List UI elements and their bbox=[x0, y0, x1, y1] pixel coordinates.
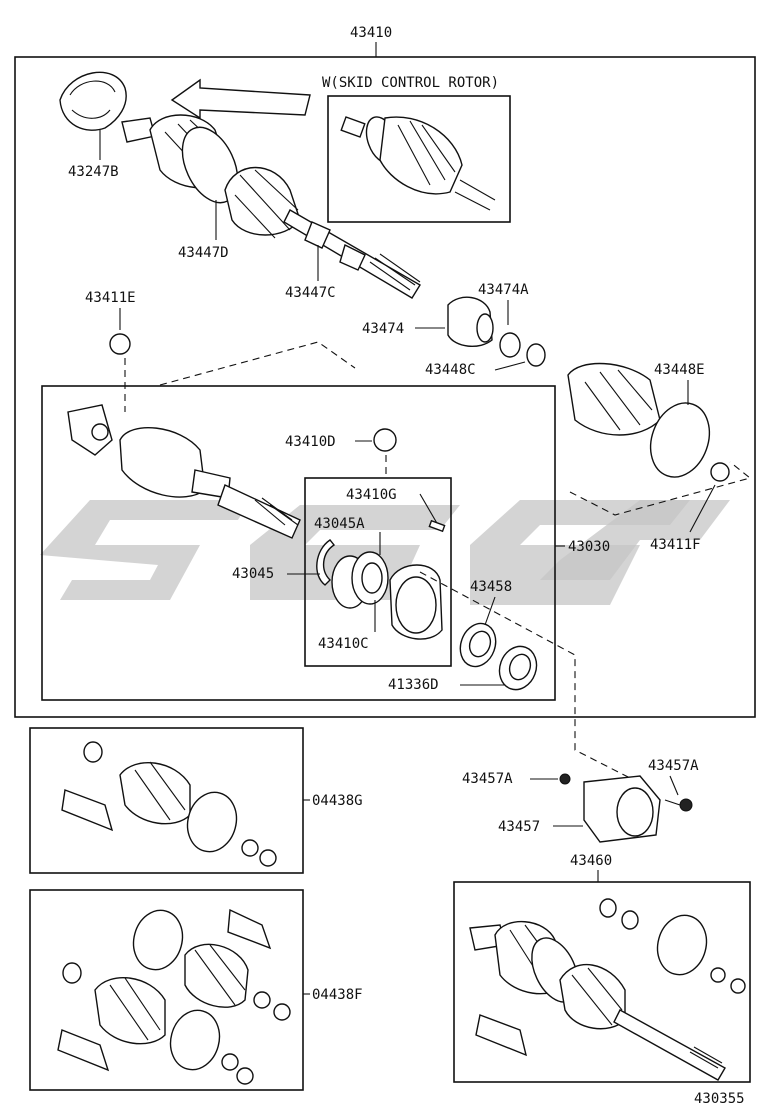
inboard-joint-shaft-icon bbox=[67, 404, 301, 539]
inner-frame-43030 bbox=[41, 385, 556, 701]
label-43474: 43474 bbox=[362, 321, 404, 337]
assembly-frame-43410 bbox=[14, 56, 756, 718]
skid-control-rotor-joint-icon bbox=[340, 116, 496, 211]
boot-43448E-icon bbox=[567, 362, 711, 478]
clamp-43474A-icon bbox=[499, 332, 546, 367]
dashed-guide-3 bbox=[569, 461, 752, 516]
snap-ring-43410D-icon bbox=[373, 428, 397, 452]
figure-code: 430355 bbox=[694, 1091, 745, 1107]
leader-43411F bbox=[689, 484, 716, 533]
snap-ring-43411E-icon bbox=[109, 333, 131, 355]
dashed-guide-2 bbox=[159, 341, 356, 386]
bracket-43457-icon bbox=[559, 773, 693, 843]
kit-04438F-parts-icon bbox=[57, 908, 291, 1085]
label-43458: 43458 bbox=[470, 579, 512, 595]
bearing-43045-icon bbox=[331, 551, 389, 609]
assembly-frame-43460 bbox=[453, 881, 751, 1083]
label-43457: 43457 bbox=[498, 819, 540, 835]
label-43411E: 43411E bbox=[85, 290, 136, 306]
half-shaft-43460-icon bbox=[469, 898, 746, 1081]
label-43411F: 43411F bbox=[650, 537, 701, 553]
dashed-guide-5 bbox=[419, 571, 631, 779]
label-skid-control-rotor: W(SKID CONTROL ROTOR) bbox=[322, 75, 499, 91]
label-43410D: 43410D bbox=[285, 434, 336, 450]
bearing-subframe bbox=[304, 477, 452, 667]
leader-43457A-right bbox=[669, 775, 679, 796]
label-43457A-left: 43457A bbox=[462, 771, 513, 787]
label-43030: 43030 bbox=[568, 539, 610, 555]
label-43410C: 43410C bbox=[318, 636, 369, 652]
direction-arrow-icon bbox=[170, 78, 311, 120]
snap-ring-43411F-icon bbox=[710, 462, 730, 482]
label-43410: 43410 bbox=[350, 25, 392, 41]
seal-43458-icon bbox=[459, 622, 497, 668]
label-43447D: 43447D bbox=[178, 245, 229, 261]
label-04438G: 04438G bbox=[312, 793, 363, 809]
leader-43410G bbox=[419, 493, 439, 526]
label-43448C: 43448C bbox=[425, 362, 476, 378]
seal-41336D-icon bbox=[498, 645, 538, 691]
watermark-logo bbox=[40, 500, 730, 605]
bracket-housing-icon bbox=[389, 564, 443, 640]
label-43045A: 43045A bbox=[314, 516, 365, 532]
pin-43410G-icon bbox=[428, 519, 446, 533]
leader-43448C bbox=[494, 361, 526, 371]
skid-control-rotor-inset bbox=[327, 95, 511, 223]
label-43447C: 43447C bbox=[285, 285, 336, 301]
label-43045: 43045 bbox=[232, 566, 274, 582]
kit-frame-04438F bbox=[29, 889, 304, 1091]
label-04438F: 04438F bbox=[312, 987, 363, 1003]
leader-43458 bbox=[484, 596, 496, 626]
label-43460: 43460 bbox=[570, 853, 612, 869]
label-43410G: 43410G bbox=[346, 487, 397, 503]
kit-04438G-parts-icon bbox=[61, 741, 277, 867]
label-43247B: 43247B bbox=[68, 164, 119, 180]
outboard-joint-shaft-icon bbox=[121, 114, 421, 299]
label-43448E: 43448E bbox=[654, 362, 705, 378]
boot-43247B-icon bbox=[59, 71, 127, 131]
damper-43474-icon bbox=[447, 296, 494, 347]
label-41336D: 41336D bbox=[388, 677, 439, 693]
label-43474A: 43474A bbox=[478, 282, 529, 298]
snap-ring-43045A-icon bbox=[316, 539, 336, 586]
label-43457A-right: 43457A bbox=[648, 758, 699, 774]
